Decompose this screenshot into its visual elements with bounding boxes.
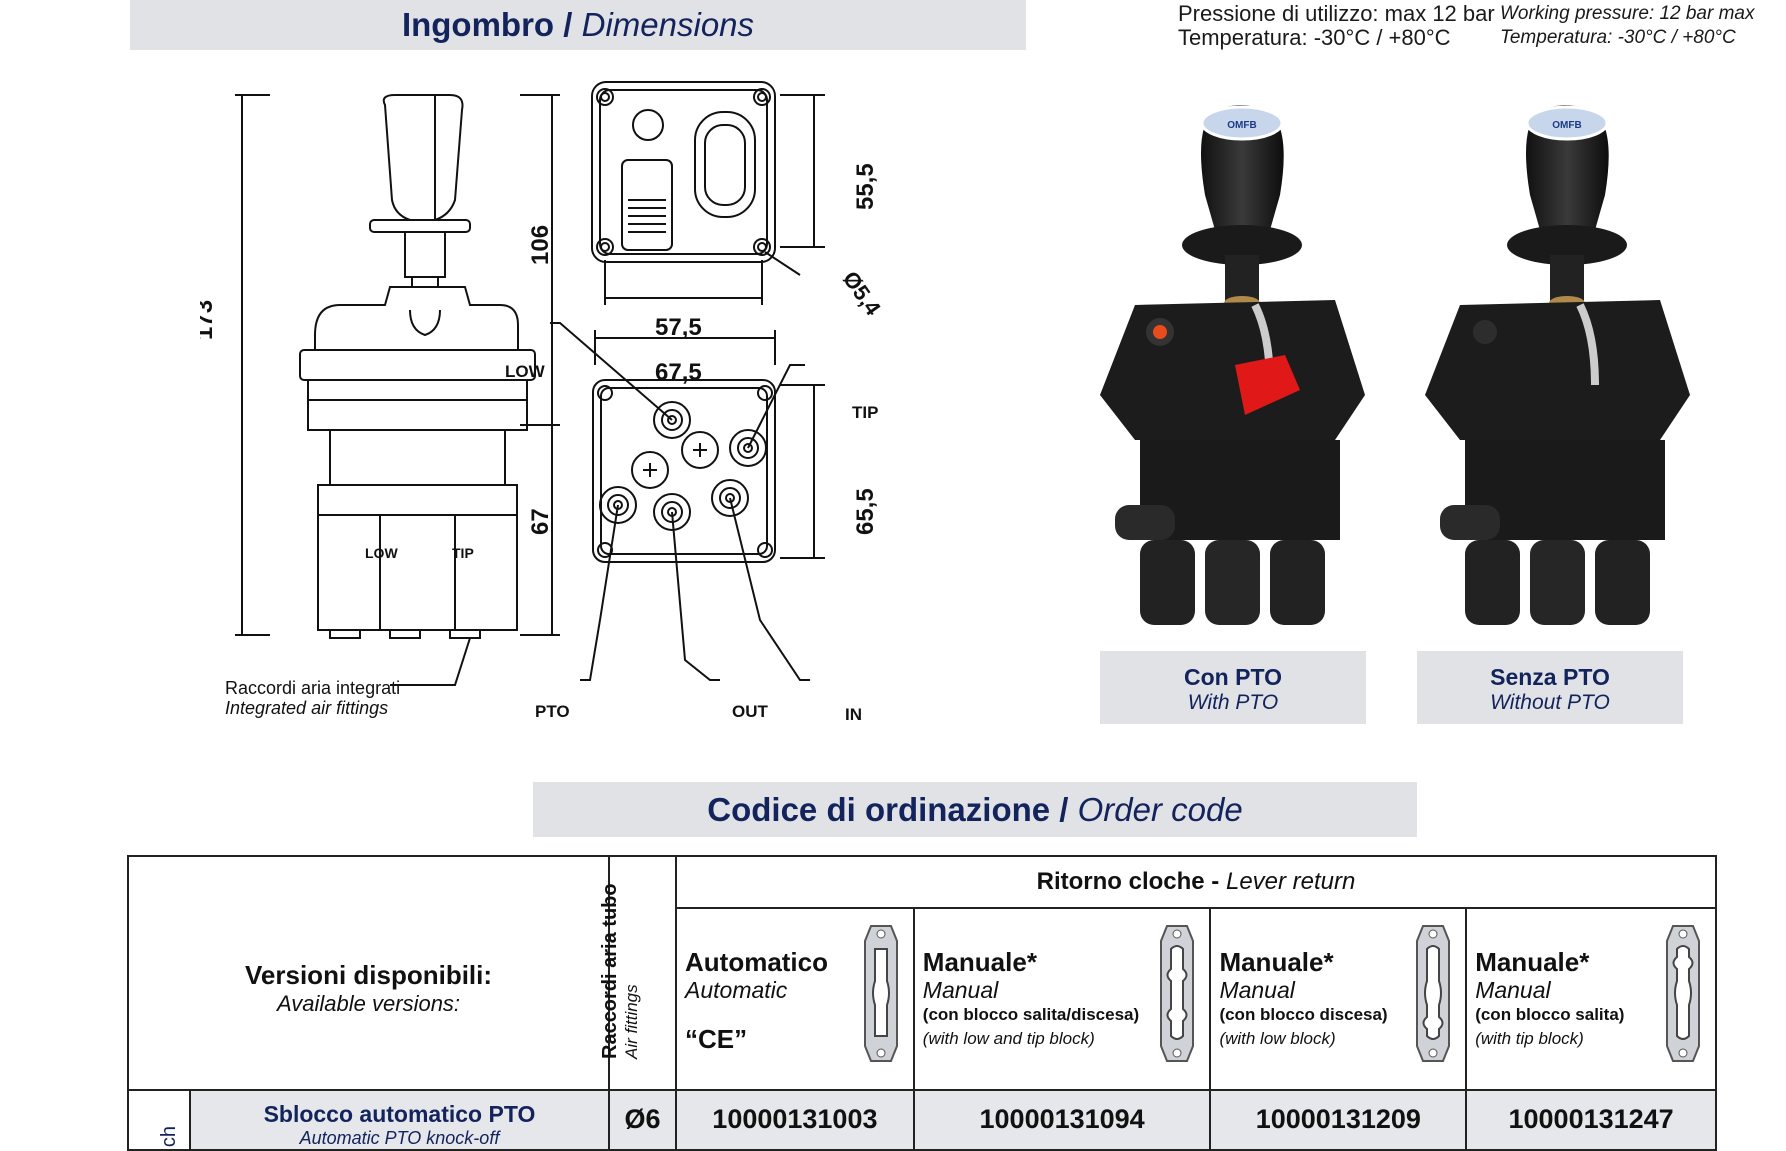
technical-drawing: 173 106 67 55,5 57,5 Ø5,4 67,5 65,5 LOW … <box>200 81 886 724</box>
product-with-pto-image: OMFB <box>1100 105 1365 625</box>
row-side-label: ch <box>127 1089 191 1151</box>
order-table: Versioni disponibili: Available versions… <box>126 855 1717 1151</box>
dim-173: 173 <box>200 300 218 340</box>
versions-label-en: Available versions: <box>277 990 461 1016</box>
engraving-tip: TIP <box>452 545 474 561</box>
air-fittings-label-it: Raccordi aria tubo <box>599 883 622 1059</box>
caption-with-pto-it: Con PTO <box>1184 664 1282 690</box>
spec-pressure-en: Working pressure: 12 bar max <box>1500 3 1755 24</box>
lever-gate-manual-tip-icon <box>1666 925 1700 1062</box>
dim-57-5: 57,5 <box>655 314 702 341</box>
spec-pressure-it: Pressione di utilizzo: max 12 bar <box>1178 1 1495 26</box>
lever-return-it: Ritorno cloche <box>1036 868 1205 895</box>
label-tip: TIP <box>852 403 878 422</box>
fittings-caption-it: Raccordi aria integrati <box>225 678 401 698</box>
lever-return-en: Lever return <box>1225 868 1356 895</box>
order-code-header: Codice di ordinazione / Order code <box>533 782 1417 837</box>
ce-mark: “CE” <box>685 1024 748 1054</box>
label-in: IN <box>845 705 862 724</box>
fittings-caption: Raccordi aria integrati Integrated air f… <box>225 678 400 718</box>
knob-badge: OMFB <box>1552 120 1581 131</box>
option-manual-low-tip: Manuale* Manual (con blocco salita/disce… <box>912 907 1212 1091</box>
caption-without-pto-it: Senza PTO <box>1490 664 1610 690</box>
air-fittings-header: Raccordi aria tubo Air fittings <box>599 855 677 1091</box>
air-fittings-label-en: Air fittings <box>622 984 642 1059</box>
order-code-manual-low-tip: 10000131094 <box>912 1089 1212 1151</box>
caption-without-pto: Senza PTO Without PTO <box>1417 651 1683 724</box>
order-code-manual-low: 10000131209 <box>1209 1089 1468 1151</box>
engraving-low: LOW <box>365 545 398 561</box>
lever-return-header: Ritorno cloche - Lever return <box>675 855 1717 909</box>
label-out: OUT <box>732 702 769 721</box>
caption-without-pto-en: Without PTO <box>1490 691 1610 714</box>
specs-en: Working pressure: 12 bar max Temperatura… <box>1500 2 1755 50</box>
order-code-automatic: 10000131003 <box>675 1089 915 1151</box>
versions-cell: Versioni disponibili: Available versions… <box>126 855 611 1091</box>
dimensions-header: Ingombro / Dimensions <box>130 0 1026 50</box>
spec-temp-en: Temperatura: -30°C / +80°C <box>1500 27 1736 48</box>
option-automatic: Automatico Automatic “CE” <box>675 907 915 1091</box>
fittings-caption-en: Integrated air fittings <box>225 698 389 718</box>
dim-65-5: 65,5 <box>852 488 879 535</box>
table-row: ch Sblocco automatico PTO Automatic PTO … <box>127 1089 1717 1151</box>
dim-67: 67 <box>527 508 554 535</box>
label-pto: PTO <box>535 702 570 721</box>
lever-gate-manual-low-icon <box>1416 925 1451 1062</box>
knob-badge: OMFB <box>1227 120 1256 131</box>
label-low: LOW <box>505 362 546 381</box>
order-code-title-it: Codice di ordinazione <box>707 791 1051 828</box>
caption-with-pto: Con PTO With PTO <box>1100 651 1366 724</box>
product-without-pto-image: OMFB <box>1425 105 1690 625</box>
dim-55-5: 55,5 <box>852 163 879 210</box>
specs-it: Pressione di utilizzo: max 12 bar Temper… <box>1178 2 1495 50</box>
spec-temp-it: Temperatura: -30°C / +80°C <box>1178 25 1451 50</box>
dimensions-title-en: Dimensions <box>581 6 755 43</box>
versions-label-it: Versioni disponibili: <box>245 959 493 990</box>
dim-106: 106 <box>527 225 554 265</box>
dimensions-title-it: Ingombro <box>401 6 555 43</box>
dim-hole: Ø5,4 <box>838 267 886 321</box>
lever-gate-manual-low-tip-icon <box>1160 925 1195 1062</box>
option-manual-tip: Manuale* Manual (con blocco salita) (wit… <box>1465 907 1717 1091</box>
row-fitting: Ø6 <box>608 1089 677 1151</box>
dim-67-5: 67,5 <box>655 359 702 386</box>
row-version-name: Sblocco automatico PTO Automatic PTO kno… <box>188 1089 611 1151</box>
order-code-title-en: Order code <box>1077 791 1243 828</box>
option-manual-low: Manuale* Manual (con blocco discesa) (wi… <box>1209 907 1468 1091</box>
lever-gate-automatic-icon <box>863 925 898 1062</box>
order-code-manual-tip: 10000131247 <box>1465 1089 1717 1151</box>
caption-with-pto-en: With PTO <box>1187 691 1279 714</box>
